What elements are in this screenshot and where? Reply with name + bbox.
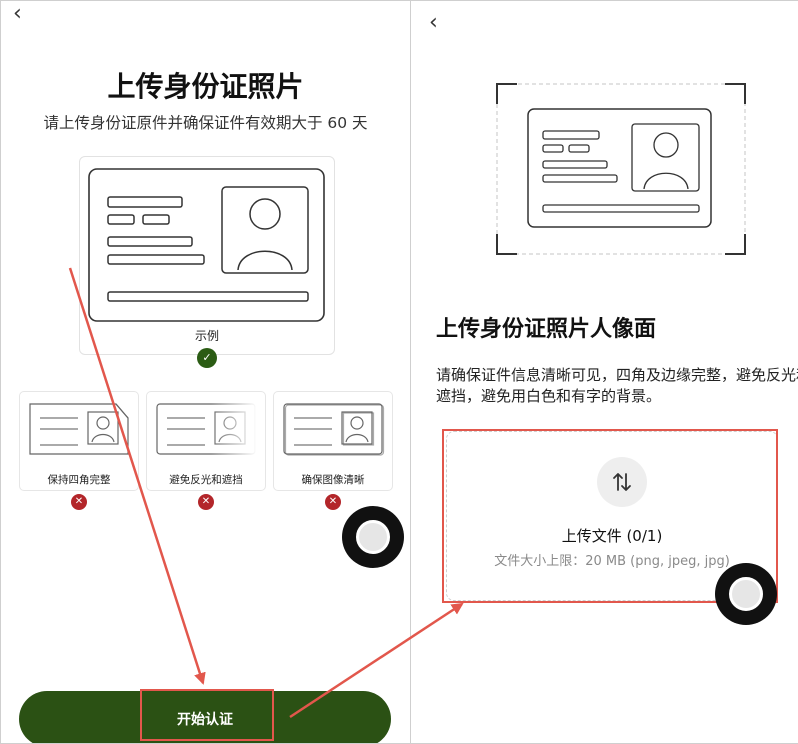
id-card-icon <box>88 168 325 322</box>
record-button-icon[interactable] <box>342 506 404 568</box>
bad-example-label: 确保图像清晰 <box>301 474 365 486</box>
cross-icon: ✕ <box>325 494 341 510</box>
record-ring-icon <box>729 577 763 611</box>
bad-example-card: 确保图像清晰 ✕ <box>273 391 393 510</box>
start-verification-button[interactable]: 开始认证 <box>19 691 391 743</box>
cross-icon: ✕ <box>198 494 214 510</box>
screen-upload-portrait: ‹ 上传身份证照片人像面 请确保证件信息清晰可见，四角及边缘完整，避免反光和遮挡… <box>410 0 798 744</box>
id-card-icon <box>29 403 129 455</box>
upload-title: 上传文件 (0/1) <box>561 527 663 545</box>
page-description: 请确保证件信息清晰可见，四角及边缘完整，避免反光和遮挡，避免用白色和有字的背景。 <box>436 366 798 405</box>
back-chevron-icon[interactable]: ‹ <box>429 10 438 35</box>
checkmark-icon: ✓ <box>197 348 217 368</box>
start-verification-label: 开始认证 <box>177 712 233 728</box>
back-chevron-icon[interactable]: ‹ <box>13 1 22 26</box>
cross-icon: ✕ <box>71 494 87 510</box>
file-upload-dropzone[interactable]: 上传文件 (0/1) 文件大小上限：20 MB (png, jpeg, jpg) <box>446 431 778 601</box>
bad-example-label: 避免反光和遮挡 <box>169 474 243 486</box>
bad-example-label: 保持四角完整 <box>47 474 111 486</box>
upload-hint: 文件大小上限：20 MB (png, jpeg, jpg) <box>494 554 730 569</box>
record-button-icon[interactable] <box>715 563 777 625</box>
bad-example-card: 避免反光和遮挡 ✕ <box>146 391 266 510</box>
example-card: 示例 ✓ <box>79 156 335 368</box>
id-card-icon <box>156 402 257 456</box>
id-card-icon <box>283 403 385 456</box>
page-subtitle: 请上传身份证原件并确保证件有效期大于 60 天 <box>43 114 368 132</box>
record-ring-icon <box>356 520 390 554</box>
page-title: 上传身份证照片 <box>107 70 304 103</box>
page-title: 上传身份证照片人像面 <box>436 317 657 342</box>
id-card-frame-icon <box>496 83 746 255</box>
screen-upload-intro: ‹ 上传身份证照片 请上传身份证原件并确保证件有效期大于 60 天 示例 ✓ <box>0 0 411 744</box>
upload-swap-icon <box>597 457 647 507</box>
bad-example-card: 保持四角完整 ✕ <box>19 391 139 510</box>
example-label: 示例 <box>194 329 219 343</box>
